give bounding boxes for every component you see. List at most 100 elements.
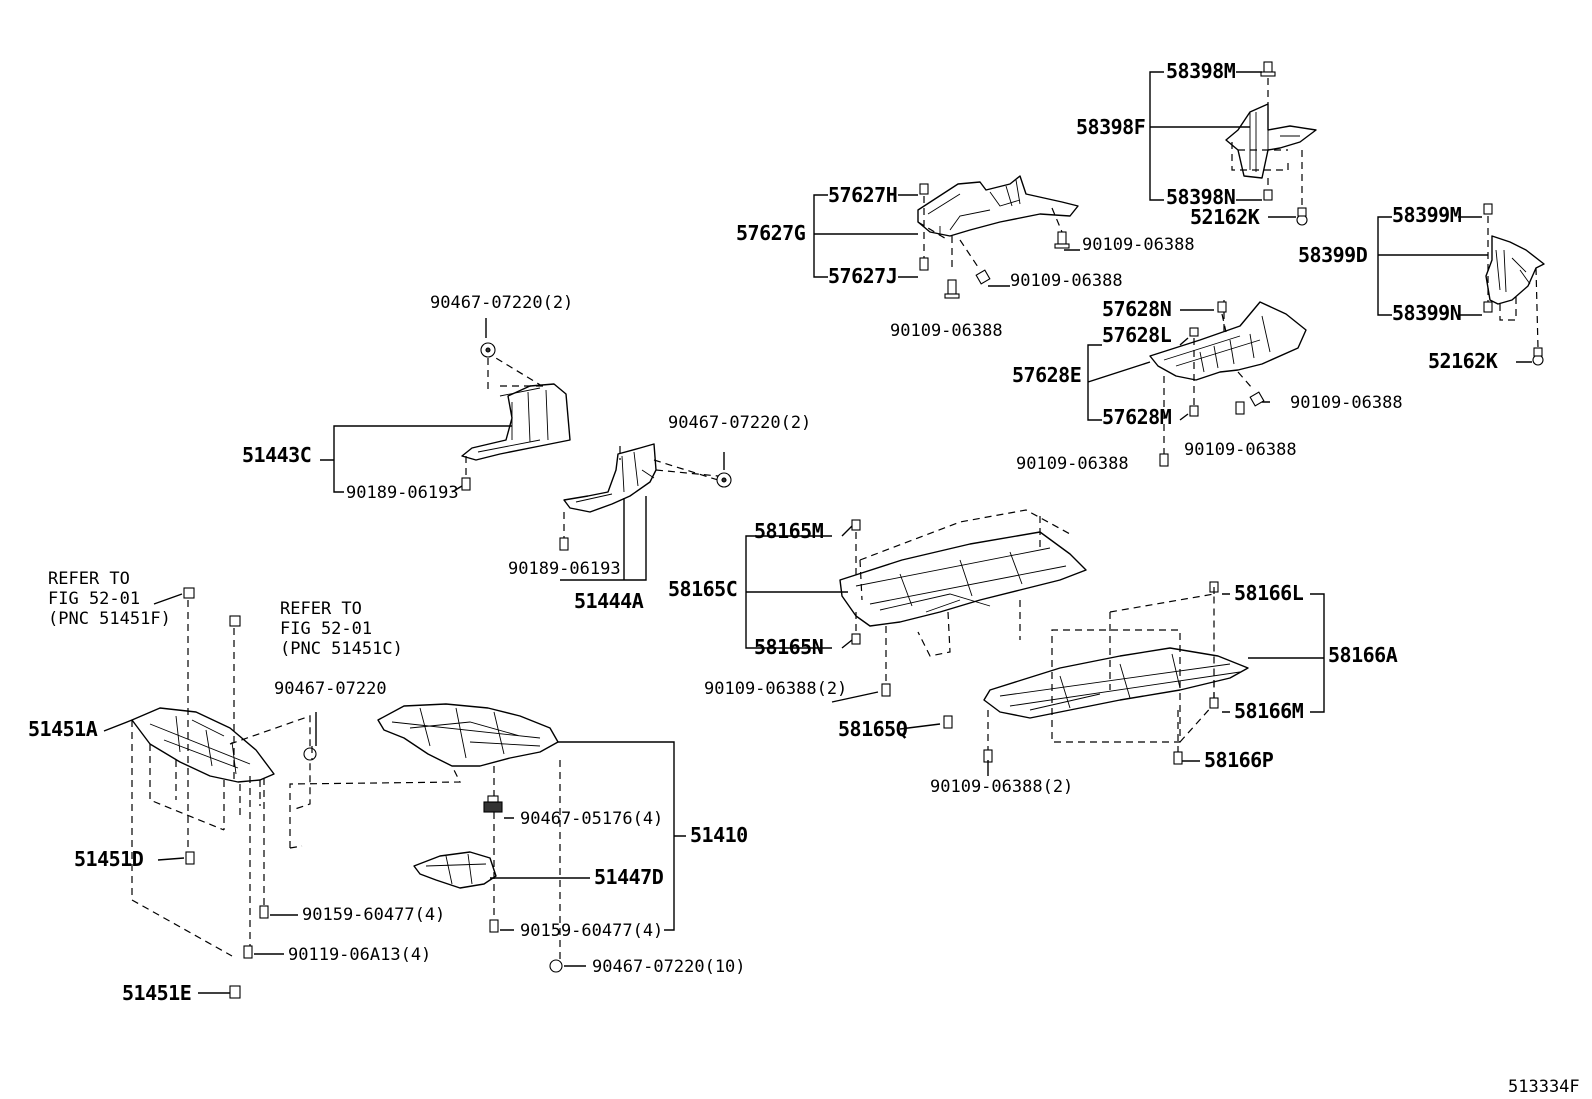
label-51451A: 51451A <box>28 717 98 741</box>
bolt-57628L <box>1189 327 1199 337</box>
clip-52162K <box>1532 347 1544 366</box>
label-51451D: 51451D <box>74 847 144 871</box>
label-58399M: 58399M <box>1392 203 1462 227</box>
refer-note-line2: FIG 52-01 <box>280 619 372 639</box>
label-90189-06193: 90189-06193 <box>346 483 459 503</box>
bolt-90109-06388 <box>881 683 891 697</box>
bolt-90189-06193 <box>559 537 569 551</box>
refer-note-line3: (PNC 51451F) <box>48 609 171 629</box>
bolt-58398N <box>1263 189 1273 201</box>
clip-52162K <box>1296 207 1308 226</box>
bolt-51451E <box>229 985 241 999</box>
label-57627J: 57627J <box>828 264 897 288</box>
nut-90467-05176 <box>483 795 503 813</box>
label-57628E: 57628E <box>1012 363 1081 387</box>
bolt-57628N <box>1217 301 1227 313</box>
bolt-90159-60477 <box>259 905 269 919</box>
bolt-58399N <box>1483 301 1493 313</box>
bolt-58165Q <box>943 715 953 729</box>
bolt-90109-06388 <box>944 279 960 299</box>
label-58398M: 58398M <box>1166 59 1236 83</box>
bolt-refer-51451F <box>183 587 195 599</box>
part-57628E <box>1149 300 1307 389</box>
bolt-90109-06388 <box>1235 401 1245 415</box>
bolt-58398M <box>1260 61 1276 77</box>
label-58165C: 58165C <box>668 577 737 601</box>
label-51410: 51410 <box>690 823 748 847</box>
label-51443C: 51443C <box>242 443 311 467</box>
bolt-58165N <box>851 633 861 645</box>
refer-note-line1: REFER TO <box>280 599 362 619</box>
label-51444A: 51444A <box>574 589 644 613</box>
refer-note-line1: REFER TO <box>48 569 130 589</box>
label-58166M: 58166M <box>1234 699 1304 723</box>
bolt-58166M <box>1209 697 1219 709</box>
bolt-57628M <box>1189 405 1199 417</box>
label-90109-06388: 90109-06388 <box>1184 440 1297 460</box>
label-90119-06A13-4: 90119-06A13(4) <box>288 945 431 965</box>
label-57627G: 57627G <box>736 221 806 245</box>
label-58399N: 58399N <box>1392 301 1461 325</box>
bolt-58399M <box>1483 203 1493 215</box>
part-51451A <box>131 707 311 831</box>
label-90189-06193: 90189-06193 <box>508 559 621 579</box>
bolt-90189-06193 <box>461 477 471 491</box>
label-58399D: 58399D <box>1298 243 1368 267</box>
label-90467-07220-2: 90467-07220(2) <box>668 413 811 433</box>
refer-note-line2: FIG 52-01 <box>48 589 140 609</box>
label-90159-60477-4: 90159-60477(4) <box>302 905 445 925</box>
clip-90467-07220 <box>303 747 317 761</box>
label-57627H: 57627H <box>828 183 897 207</box>
bolt-58165M <box>851 519 861 531</box>
leader-lines <box>103 71 1532 994</box>
label-90159-60477-4: 90159-60477(4) <box>520 921 663 941</box>
label-58398N: 58398N <box>1166 185 1235 209</box>
label-90467-05176-4: 90467-05176(4) <box>520 809 663 829</box>
fasteners <box>183 61 1544 999</box>
label-57628L: 57628L <box>1102 323 1172 347</box>
label-58166P: 58166P <box>1204 748 1274 772</box>
clip-90467-07220 <box>480 342 496 358</box>
label-90467-07220-10: 90467-07220(10) <box>592 957 746 977</box>
part-51447D <box>413 851 497 889</box>
label-90109-06388-2: 90109-06388(2) <box>704 679 847 699</box>
bolt-90109-06388 <box>1054 231 1070 249</box>
bolt-57627H <box>919 183 929 195</box>
label-90467-07220: 90467-07220 <box>274 679 387 699</box>
part-57627G <box>917 175 1079 270</box>
refer-note-line3: (PNC 51451C) <box>280 639 403 659</box>
label-90109-06388: 90109-06388 <box>890 321 1003 341</box>
part-51443C <box>461 351 571 461</box>
part-58399D <box>1485 235 1545 321</box>
label-58165N: 58165N <box>754 635 823 659</box>
bolt-90109-06388 <box>1249 391 1265 407</box>
label-57628N: 57628N <box>1102 297 1171 321</box>
label-90109-06388: 90109-06388 <box>1016 454 1129 474</box>
label-52162K: 52162K <box>1190 205 1260 229</box>
label-90109-06388: 90109-06388 <box>1082 235 1195 255</box>
label-90467-07220-2: 90467-07220(2) <box>430 293 573 313</box>
part-58165C <box>839 509 1087 657</box>
label-58165M: 58165M <box>754 519 824 543</box>
label-51451E: 51451E <box>122 981 191 1005</box>
label-58166L: 58166L <box>1234 581 1304 605</box>
label-90109-06388: 90109-06388 <box>1290 393 1403 413</box>
label-58166A: 58166A <box>1328 643 1398 667</box>
diagram-id: 513334F <box>1508 1077 1580 1097</box>
bolt-90159-60477 <box>489 919 499 933</box>
clip-90467-07220 <box>716 472 732 488</box>
label-57628M: 57628M <box>1102 405 1172 429</box>
part-51444A <box>563 443 719 513</box>
label-58398F: 58398F <box>1076 115 1145 139</box>
part-58398F <box>1225 103 1317 179</box>
alignment-lines <box>131 78 1539 962</box>
bolt-51451D <box>185 851 195 865</box>
label-90109-06388-2: 90109-06388(2) <box>930 777 1073 797</box>
label-51447D: 51447D <box>594 865 664 889</box>
bolt-58166P <box>1173 751 1183 765</box>
bolt-57627J <box>919 257 929 271</box>
bolt-90119-06A13 <box>243 945 253 959</box>
part-labels: 58398M 58398F 58398N 52162K 57627H 57627… <box>28 59 1580 1097</box>
bolt-refer-51451C <box>229 615 241 627</box>
